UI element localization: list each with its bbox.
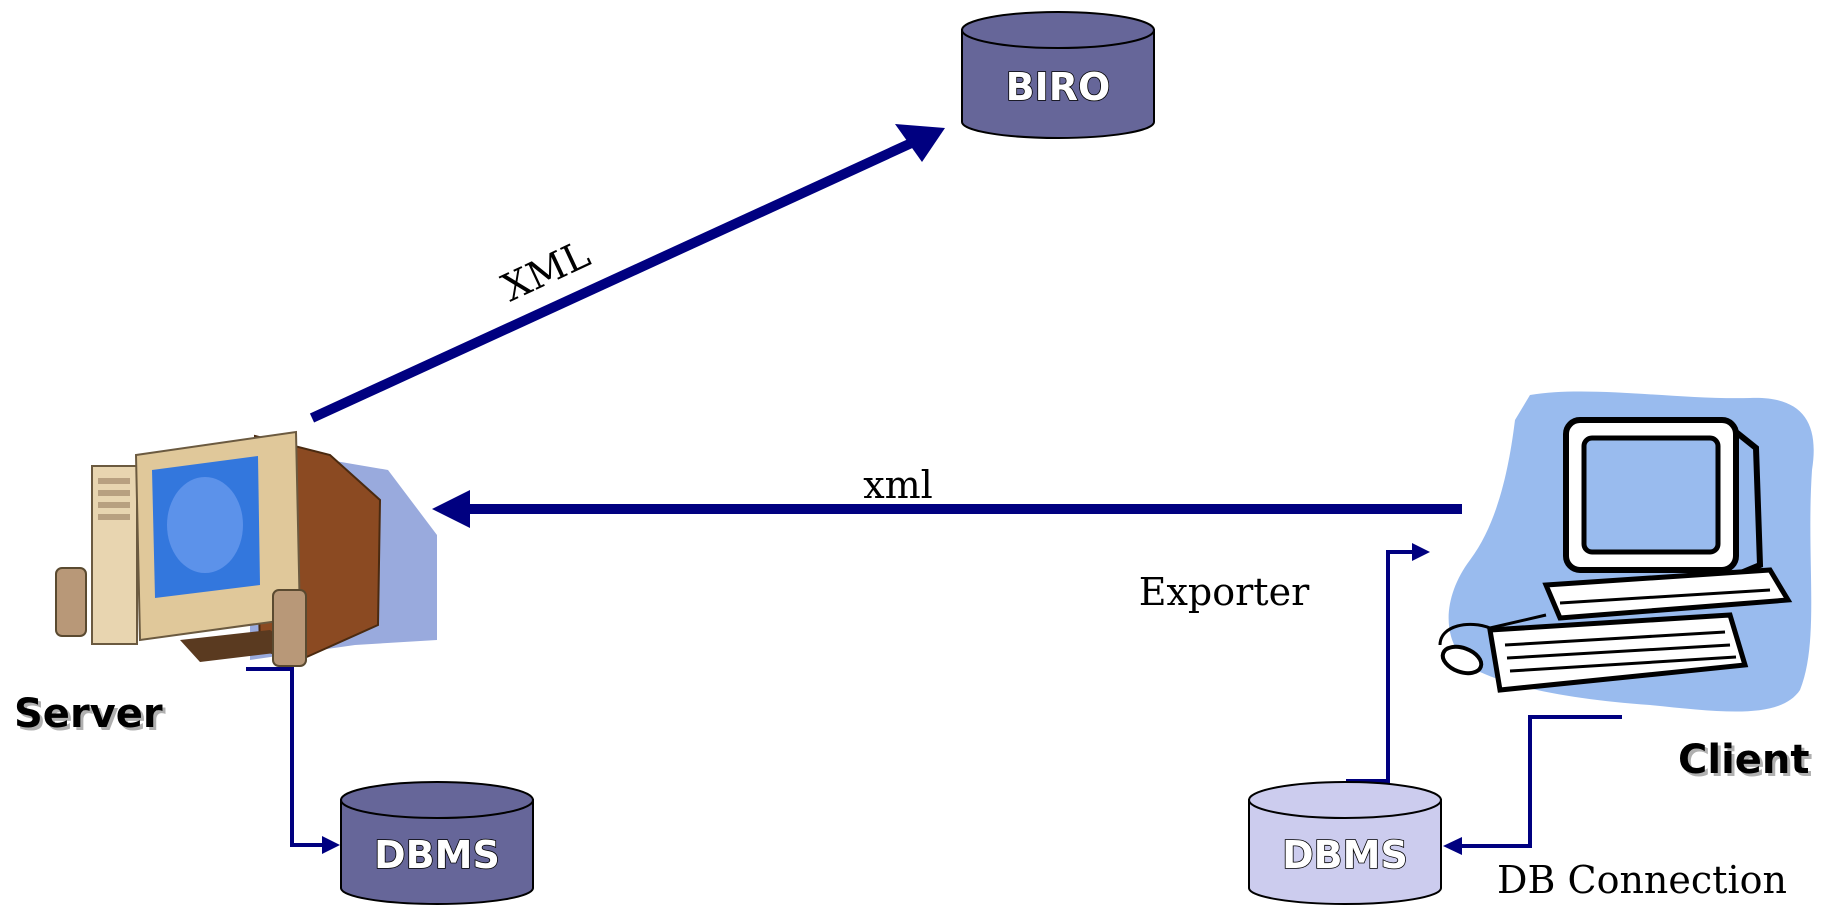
client-label-shadow: Client [1681,740,1813,786]
server-label-shadow: Server [17,694,166,740]
edge-server-to-dbms [246,667,340,854]
server-label: Server [14,691,163,737]
edge-label-exporter: Exporter [1139,570,1310,614]
client-dbms-database: DBMS [1248,781,1442,905]
biro-database: BIRO [961,11,1155,139]
server-dbms-label: DBMS [374,833,500,877]
client-dbms-label: DBMS [1282,833,1408,877]
server-dbms-database: DBMS [340,781,534,905]
client-label: Client [1678,737,1810,783]
edge-server-to-biro [309,124,945,423]
edge-db-connection [1443,715,1622,855]
edge-label-xml-lower: xml [863,463,933,507]
biro-label: BIRO [1006,65,1111,109]
client-computer-icon [1438,391,1814,712]
edge-label-db-connection: DB Connection [1497,858,1787,902]
edge-exporter [1346,543,1430,783]
edge-client-to-server [432,490,1462,528]
server-computer-icon [55,430,437,667]
